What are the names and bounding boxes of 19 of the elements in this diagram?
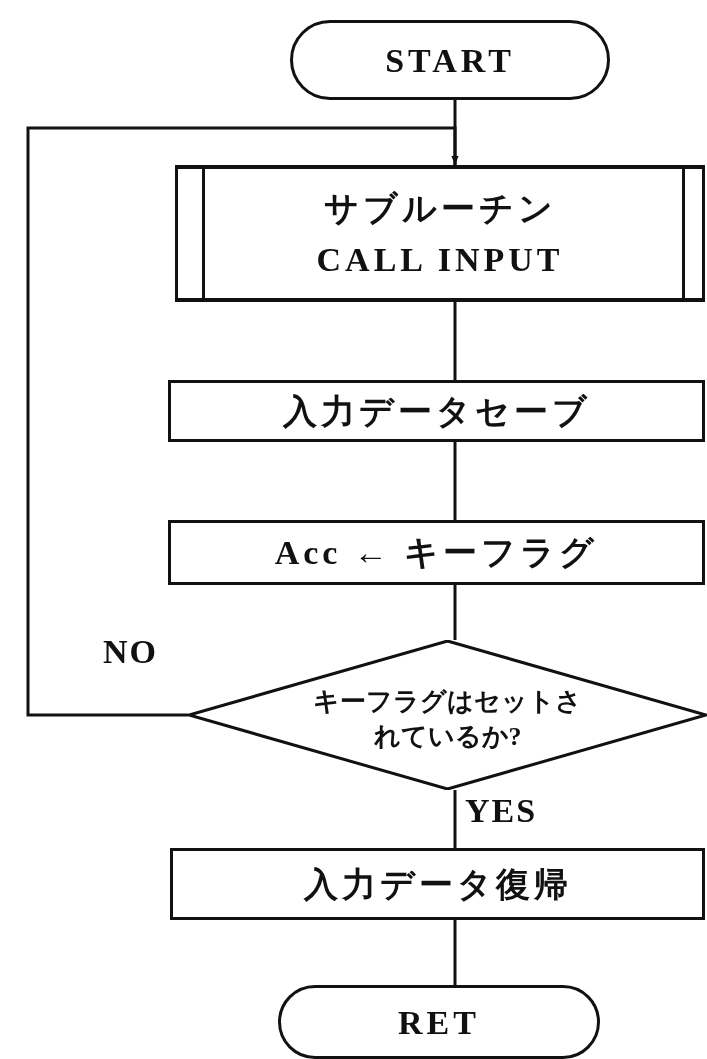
box-text: RET [398,1002,480,1043]
connector-line [453,790,457,848]
decision-diamond [188,640,707,790]
connector-line [453,585,457,640]
question-text: キーフラグはセットされているか? [312,685,583,753]
connector-line [453,920,457,985]
box-text: START [385,40,515,81]
subroutine-box [175,165,705,302]
process-box [170,848,705,920]
arrow [26,126,459,717]
process-box [168,520,705,585]
box-text: 入力データセーブ [282,391,591,432]
connector-line [453,302,457,380]
box-text: CALL INPUT [316,239,564,280]
box-text: 入力データ復帰 [303,864,572,905]
connector-line [453,442,457,520]
process-box [168,380,705,442]
box-text: サブルーチン [323,188,557,229]
box-text: Acc ← キーフラグ [274,533,599,573]
